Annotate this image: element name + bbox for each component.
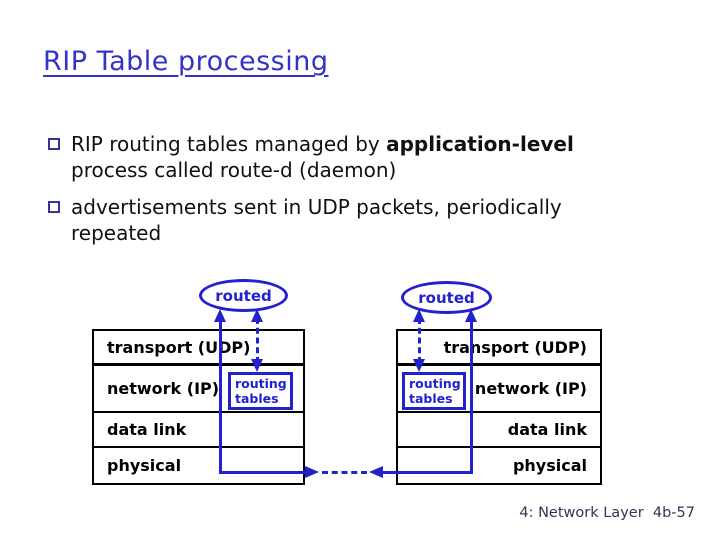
stack-row-network: network (IP): [94, 366, 303, 413]
bullet-item-advertisements: advertisements sent in UDP packets, peri…: [48, 194, 633, 247]
row-label: transport (UDP): [107, 337, 251, 357]
row-label: network (IP): [107, 379, 220, 398]
row-label: physical: [512, 456, 587, 475]
row-label: physical: [107, 456, 182, 475]
bullet-list: RIP routing tables managed by applicatio…: [48, 131, 633, 257]
stack-row-transport: transport (UDP): [94, 331, 303, 366]
bullet-text-part1: advertisements sent in UDP packets, peri…: [71, 194, 562, 246]
arrowhead-down-right-dashed-icon: [413, 359, 425, 372]
row-label: network (IP): [474, 379, 587, 398]
arrowhead-up-left-solid-icon: [214, 309, 226, 322]
arrowhead-up-right-dashed-icon: [413, 309, 425, 322]
arrowhead-up-right-solid-icon: [465, 309, 477, 322]
square-bullet-icon: [48, 138, 60, 150]
stack-row-network: network (IP): [398, 366, 600, 413]
routed-process-oval-right: routed: [401, 281, 492, 314]
row-label: data link: [107, 420, 187, 439]
stack-row-physical: physical: [398, 448, 600, 483]
stack-row-transport: transport (UDP): [398, 331, 600, 366]
arrowhead-down-left-dashed-icon: [251, 359, 263, 372]
bullet-text: advertisements sent in UDP packets, peri…: [71, 194, 627, 247]
bullet-text: RIP routing tables managed by applicatio…: [71, 131, 627, 184]
bullet-text-part1: RIP routing tables managed by: [71, 132, 387, 156]
bullet-text-part2: process called route-d (daemon): [71, 158, 397, 183]
arrowhead-up-left-dashed-icon: [251, 309, 263, 322]
bullet-text-bold: application-level: [386, 132, 574, 156]
arrowhead-right-icon: [305, 466, 319, 478]
bullet-item-rip-tables: RIP routing tables managed by applicatio…: [48, 131, 633, 184]
routing-tables-box-left: routing tables: [228, 372, 293, 410]
left-dashed-line-vertical: [256, 318, 259, 363]
arrowhead-left-icon: [369, 466, 383, 478]
row-label: transport (UDP): [443, 337, 587, 357]
page-title: RIP Table processing: [43, 46, 329, 77]
right-dashed-line-vertical: [418, 318, 421, 363]
dashed-link-between-stacks: [322, 471, 367, 474]
square-bullet-icon: [48, 200, 60, 213]
stack-row-datalink: data link: [94, 413, 303, 448]
left-solid-line-horizontal: [219, 471, 305, 474]
stack-row-datalink: data link: [398, 413, 600, 448]
left-solid-line-vertical: [219, 318, 222, 474]
right-solid-line-horizontal: [383, 471, 473, 474]
routed-process-oval-left: routed: [199, 279, 288, 312]
stack-row-physical: physical: [94, 448, 303, 483]
slide-footer: 4: Network Layer 4b-57: [519, 505, 695, 521]
row-label: data link: [507, 420, 587, 439]
routing-tables-box-right: routing tables: [402, 372, 466, 410]
right-solid-line-vertical: [470, 318, 473, 474]
